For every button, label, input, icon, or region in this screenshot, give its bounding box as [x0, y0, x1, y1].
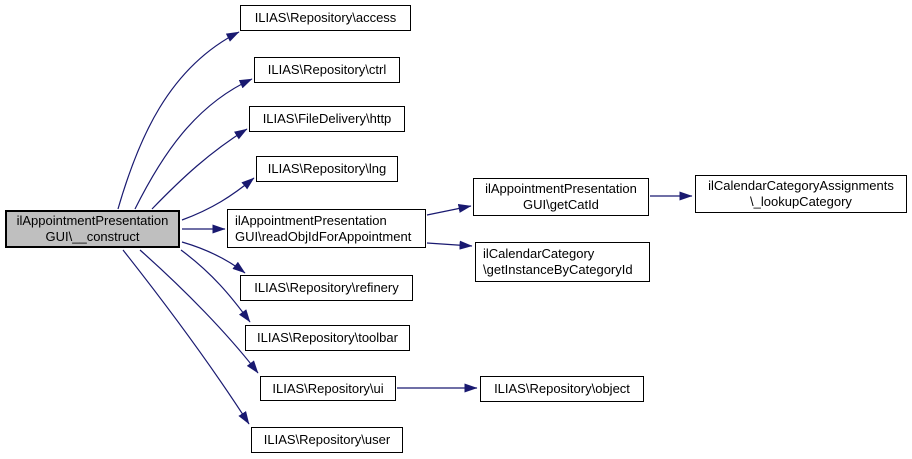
edge-construct-access	[117, 31, 240, 210]
node-getInstanceByCategoryId[interactable]: ilCalendarCategory \getInstanceByCategor…	[475, 242, 650, 282]
node-lng-label: ILIAS\Repository\lng	[267, 161, 387, 176]
node-lookupCategory[interactable]: ilCalendarCategoryAssignments \_lookupCa…	[695, 175, 907, 213]
node-ctrl-label: ILIAS\Repository\ctrl	[267, 62, 387, 77]
node-construct-label: ilAppointmentPresentation GUI\__construc…	[16, 213, 169, 244]
edge-readObjIdForAppointment-getInstanceByCategoryId	[426, 240, 473, 250]
edge-construct-ctrl	[134, 78, 253, 210]
edge-construct-ui	[139, 249, 259, 374]
node-getInstanceByCategoryId-label: ilCalendarCategory \getInstanceByCategor…	[483, 246, 633, 277]
node-object-label: ILIAS\Repository\object	[494, 381, 630, 396]
node-access-label: ILIAS\Repository\access	[254, 10, 397, 25]
edge-construct-refinery	[181, 241, 246, 274]
node-http-label: ILIAS\FileDelivery\http	[262, 111, 392, 126]
node-lookupCategory-label: ilCalendarCategoryAssignments \_lookupCa…	[708, 178, 894, 209]
node-refinery[interactable]: ILIAS\Repository\refinery	[240, 275, 413, 301]
node-user-label: ILIAS\Repository\user	[263, 432, 391, 447]
node-access[interactable]: ILIAS\Repository\access	[240, 5, 411, 31]
node-object[interactable]: ILIAS\Repository\object	[480, 376, 644, 402]
node-user[interactable]: ILIAS\Repository\user	[251, 427, 403, 453]
node-http[interactable]: ILIAS\FileDelivery\http	[249, 106, 405, 132]
edge-construct-lng	[181, 177, 255, 221]
edge-construct-http	[151, 128, 248, 210]
node-readObjIdForAppointment[interactable]: ilAppointmentPresentation GUI\readObjIdF…	[227, 209, 426, 248]
edge-construct-toolbar	[180, 249, 251, 323]
node-getCatId[interactable]: ilAppointmentPresentation GUI\getCatId	[473, 178, 649, 216]
node-construct[interactable]: ilAppointmentPresentation GUI\__construc…	[5, 210, 180, 248]
node-readObjIdForAppointment-label: ilAppointmentPresentation GUI\readObjIdF…	[235, 212, 412, 244]
node-getCatId-label: ilAppointmentPresentation GUI\getCatId	[485, 181, 637, 212]
node-toolbar[interactable]: ILIAS\Repository\toolbar	[245, 325, 410, 351]
node-ctrl[interactable]: ILIAS\Repository\ctrl	[254, 57, 400, 83]
node-lng[interactable]: ILIAS\Repository\lng	[256, 156, 398, 182]
edge-construct-user	[122, 249, 250, 425]
node-toolbar-label: ILIAS\Repository\toolbar	[257, 330, 398, 345]
node-refinery-label: ILIAS\Repository\refinery	[254, 280, 399, 295]
edge-readObjIdForAppointment-getCatId	[426, 204, 472, 216]
node-ui[interactable]: ILIAS\Repository\ui	[260, 376, 396, 401]
node-ui-label: ILIAS\Repository\ui	[272, 380, 384, 396]
